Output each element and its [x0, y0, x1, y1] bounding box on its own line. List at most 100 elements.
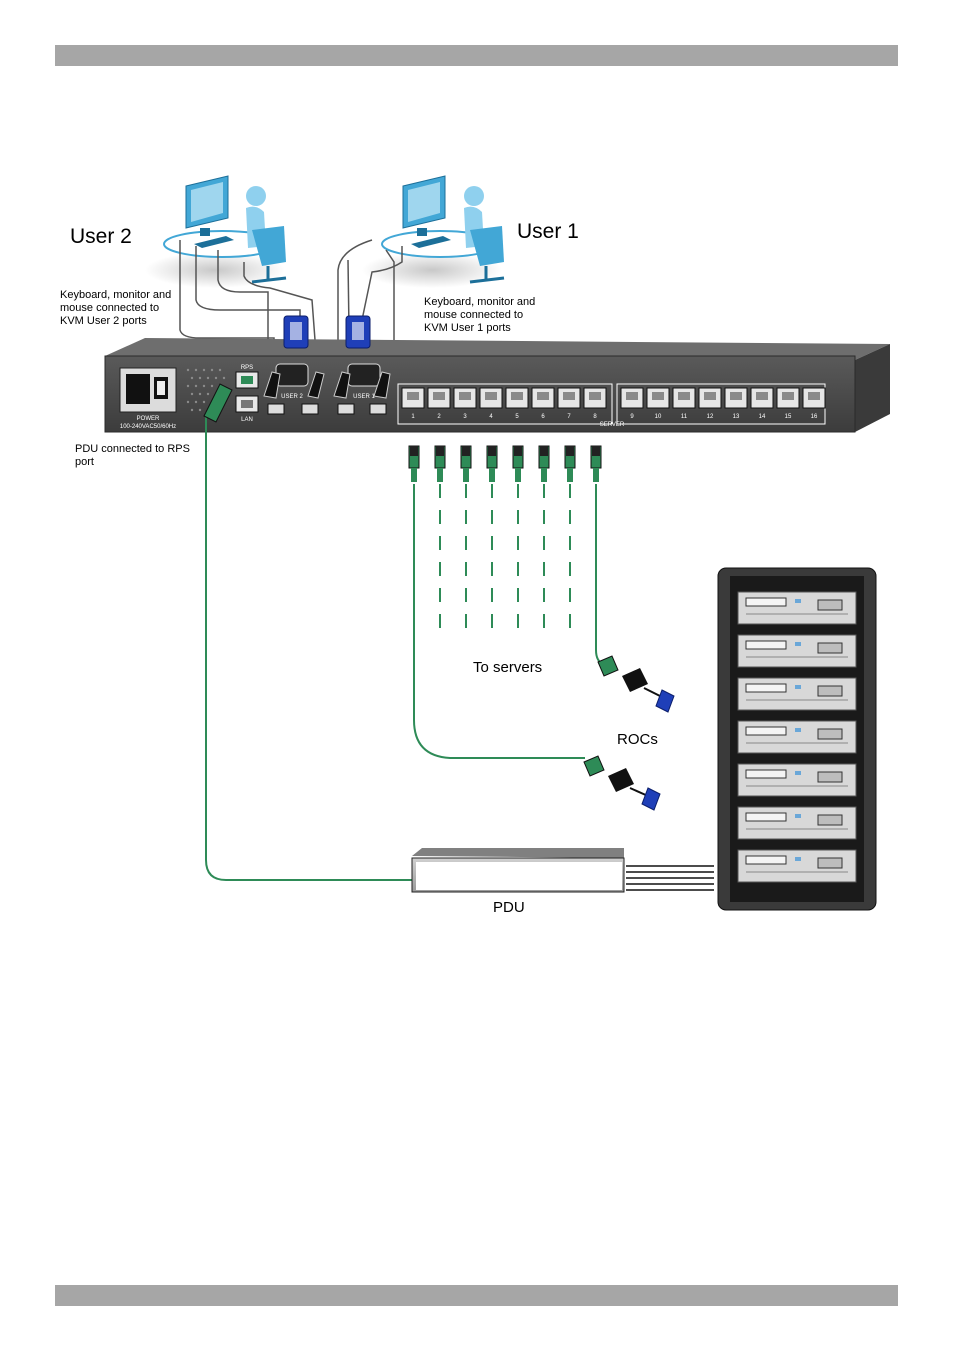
- pdu-label: PDU: [493, 899, 525, 916]
- server-led-icon: [795, 642, 801, 646]
- server-port-jack: [782, 392, 794, 400]
- server-port-label: 11: [681, 414, 688, 420]
- to-servers-label: To servers: [473, 659, 542, 676]
- rack-server: [737, 849, 857, 883]
- server-led-icon: [795, 728, 801, 732]
- rj45-plug-boot: [437, 468, 443, 482]
- server-port-label: 8: [593, 414, 597, 420]
- user1-label: User 1: [517, 220, 579, 243]
- server-port-jack: [808, 392, 820, 400]
- rj45-plug-tip: [514, 446, 522, 456]
- server-port-label: 3: [463, 414, 467, 420]
- server-drive-bay: [745, 597, 787, 607]
- server-port-jack: [563, 392, 575, 400]
- server-port-jack: [626, 392, 638, 400]
- rj45-plug-tip: [436, 446, 444, 456]
- server-panel: [817, 642, 843, 654]
- server-led-icon: [795, 685, 801, 689]
- server-rack: [717, 567, 877, 911]
- roc-cables: [413, 484, 605, 759]
- server-port-jack: [589, 392, 601, 400]
- server-port-jack: [730, 392, 742, 400]
- server-panel: [817, 685, 843, 697]
- server-panel: [817, 814, 843, 826]
- pdu-unit: [411, 848, 714, 893]
- power-label: POWER: [137, 416, 160, 422]
- server-port-label: 9: [630, 414, 634, 420]
- user2-port-label: USER 2: [281, 394, 303, 400]
- server-label: SERVER: [600, 422, 625, 428]
- server-port-label: 1: [411, 414, 415, 420]
- user1-mouse-port: [369, 403, 387, 415]
- user2-note-line-3: KVM User 2 ports: [60, 315, 147, 327]
- power-rating: 100-240VAC50/60Hz: [120, 424, 176, 430]
- server-drive-bay: [745, 769, 787, 779]
- server-port-jack: [678, 392, 690, 400]
- server-port-jack: [652, 392, 664, 400]
- roc-dongle-2: [583, 755, 661, 811]
- rj45-plug-boot: [463, 468, 469, 482]
- user1-workstation: [362, 175, 505, 288]
- user2-workstation: [145, 175, 287, 288]
- rocs-label: ROCs: [617, 731, 658, 748]
- rps-to-pdu-cable: [203, 383, 412, 881]
- server-port-jack: [459, 392, 471, 400]
- server-panel: [817, 599, 843, 611]
- server-port-label: 5: [515, 414, 519, 420]
- rj45-plug-boot: [593, 468, 599, 482]
- server-cables: [408, 445, 602, 640]
- server-led-icon: [795, 771, 801, 775]
- user1-keyboard-port: [337, 403, 355, 415]
- server-port-jack: [537, 392, 549, 400]
- rj45-plug-tip: [566, 446, 574, 456]
- rj45-plug-tip: [488, 446, 496, 456]
- user2-note-line-2: mouse connected to: [60, 302, 159, 314]
- user2-label: User 2: [70, 225, 132, 248]
- server-drive-bay: [745, 812, 787, 822]
- rps-label: RPS: [241, 365, 253, 371]
- server-port-label: 4: [489, 414, 493, 420]
- server-port-jack: [433, 392, 445, 400]
- user2-vga-port: [275, 363, 309, 387]
- rj45-plug-tip: [462, 446, 470, 456]
- user2-note-line-1: Keyboard, monitor and: [60, 289, 171, 301]
- server-panel: [817, 728, 843, 740]
- pdu-note-line-2: port: [75, 456, 94, 468]
- server-port-jack: [485, 392, 497, 400]
- server-led-icon: [795, 814, 801, 818]
- user2-keyboard-port: [267, 403, 285, 415]
- rj45-plug-boot: [489, 468, 495, 482]
- server-port-jack: [511, 392, 523, 400]
- user1-port-label: USER 1: [353, 394, 375, 400]
- rj45-plug-boot: [411, 468, 417, 482]
- server-led-icon: [795, 599, 801, 603]
- header-bar: [55, 45, 898, 66]
- server-port-jack: [756, 392, 768, 400]
- server-port-label: 16: [811, 414, 818, 420]
- pdu-note-line-1: PDU connected to RPS: [75, 443, 190, 455]
- server-port-label: 15: [785, 414, 792, 420]
- server-port-label: 12: [707, 414, 714, 420]
- server-port-label: 13: [733, 414, 740, 420]
- rj45-plug-tip: [540, 446, 548, 456]
- server-port-label: 6: [541, 414, 545, 420]
- server-port-jack: [407, 392, 419, 400]
- server-panel: [817, 771, 843, 783]
- rj45-plug-boot: [515, 468, 521, 482]
- user1-note-line-2: mouse connected to: [424, 309, 523, 321]
- footer-bar: [55, 1285, 898, 1306]
- server-drive-bay: [745, 855, 787, 865]
- server-drive-bay: [745, 683, 787, 693]
- server-led-icon: [795, 857, 801, 861]
- server-drive-bay: [745, 726, 787, 736]
- user1-note-line-3: KVM User 1 ports: [424, 322, 511, 334]
- server-port-label: 2: [437, 414, 441, 420]
- server-port-label: 10: [655, 414, 662, 420]
- rj45-plug-tip: [592, 446, 600, 456]
- rj45-plug-tip: [410, 446, 418, 456]
- user1-vga-port: [347, 363, 381, 387]
- rj45-plug-boot: [541, 468, 547, 482]
- lan-label: LAN: [241, 417, 253, 423]
